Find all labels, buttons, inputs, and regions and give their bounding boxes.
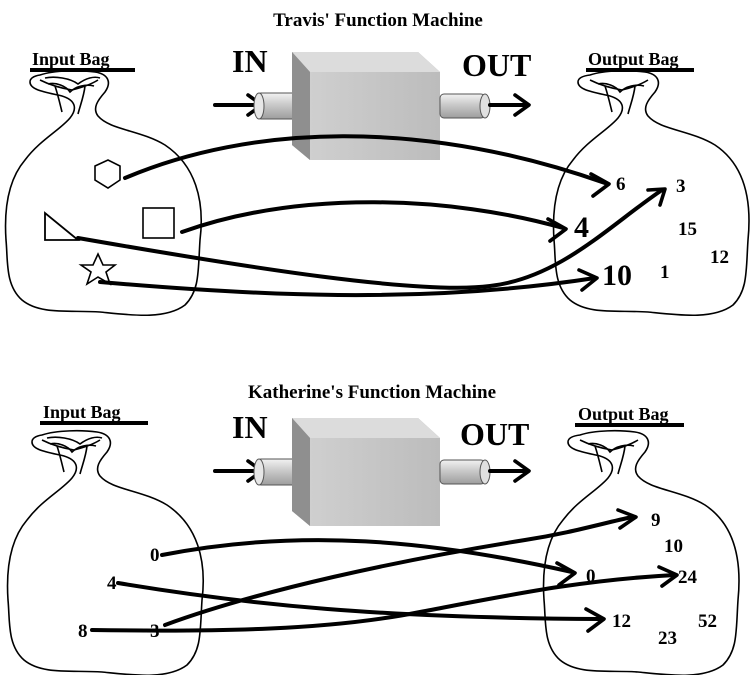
output-number-10: 10	[602, 259, 632, 292]
hexagon-shape	[94, 159, 121, 189]
travis-title: Travis' Function Machine	[273, 10, 483, 31]
travis-output-bag-label: Output Bag	[588, 49, 679, 69]
arrowhead-10	[577, 268, 599, 292]
arrow-triangle-to-3	[76, 188, 664, 290]
katherine-title: Katherine's Function Machine	[248, 382, 496, 403]
katherine-output-bag-label: Output Bag	[578, 404, 669, 424]
travis-in-label: IN	[232, 43, 268, 79]
output-number-6: 6	[616, 174, 626, 195]
arrow-4-to-12	[116, 581, 602, 621]
katherine-out-label: OUT	[460, 416, 529, 452]
input-number-0: 0	[150, 545, 160, 566]
output-number-10: 10	[664, 536, 683, 557]
arrow-0-to-0	[160, 538, 574, 574]
output-number-9: 9	[651, 510, 661, 531]
star-shape	[78, 252, 118, 286]
travis-out-label: OUT	[462, 47, 531, 83]
arrowhead-4	[546, 217, 568, 243]
arrow-hexagon-to-6	[123, 134, 607, 185]
output-number-24: 24	[678, 567, 698, 588]
output-number-52: 52	[698, 611, 717, 632]
arrowhead-12	[584, 607, 606, 633]
output-number-4: 4	[574, 211, 589, 244]
katherine-input-bag-label: Input Bag	[43, 402, 121, 422]
travis-section: Travis' Function Machine Input Bag Outpu…	[4, 10, 750, 317]
input-number-8: 8	[78, 621, 88, 642]
square-shape	[142, 207, 175, 239]
arrowhead-9	[616, 508, 638, 530]
katherine-section: Katherine's Function Machine Input Bag O…	[6, 382, 740, 675]
output-number-1: 1	[660, 262, 670, 283]
arrowhead-24	[657, 565, 679, 588]
arrow-square-to-4	[180, 200, 565, 234]
arrowhead-0	[555, 561, 577, 587]
arrow-8-to-24	[90, 573, 677, 633]
output-number-0: 0	[586, 566, 596, 587]
arrow-star-to-10	[98, 276, 597, 298]
arrowhead-6	[589, 172, 611, 198]
travis-input-bag-label: Input Bag	[32, 49, 110, 69]
output-number-3: 3	[676, 176, 686, 197]
output-number-15: 15	[678, 219, 697, 240]
triangle-shape	[44, 211, 81, 241]
output-number-12: 12	[612, 611, 631, 632]
arrow-3-to-9	[163, 515, 634, 627]
arrowhead-3	[646, 187, 667, 207]
output-number-23: 23	[658, 628, 677, 649]
katherine-output-bag	[542, 429, 740, 675]
katherine-in-label: IN	[232, 409, 268, 445]
output-number-12: 12	[710, 247, 729, 268]
input-number-4: 4	[107, 573, 117, 594]
